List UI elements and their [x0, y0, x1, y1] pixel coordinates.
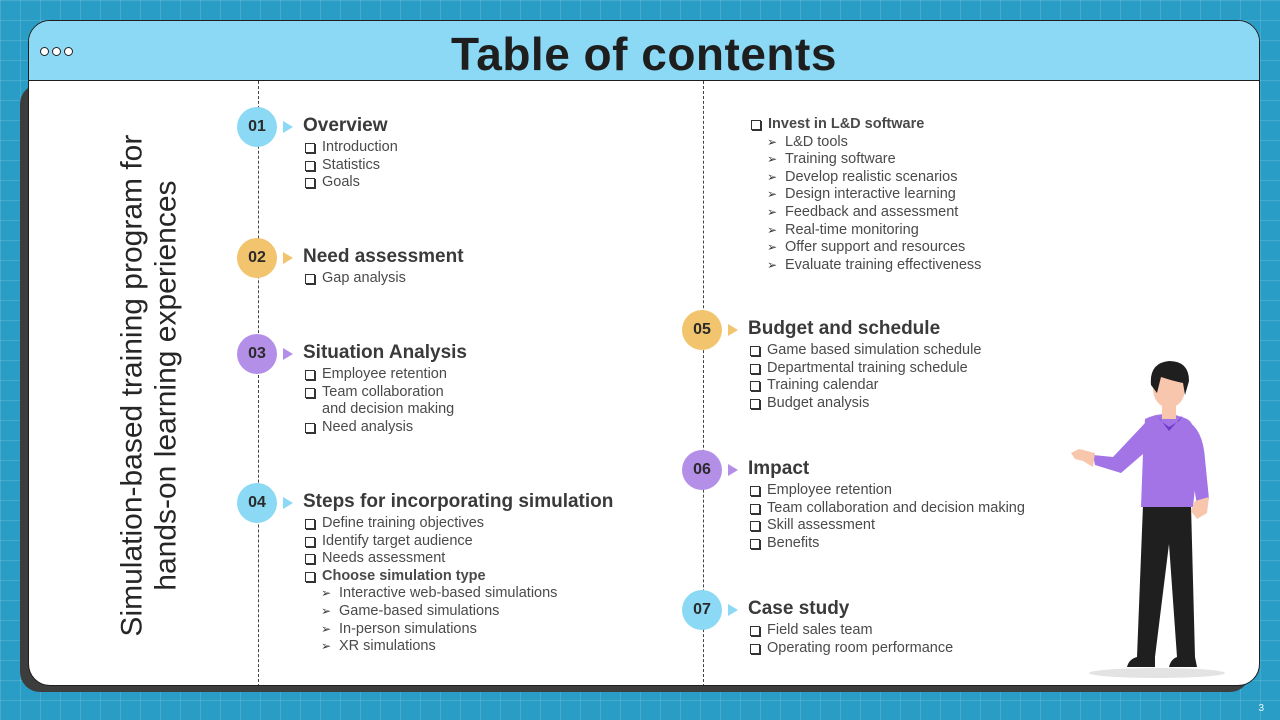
window-dot-icon — [52, 47, 61, 56]
section-title[interactable]: Overview — [303, 115, 388, 136]
presenter-illustration — [1071, 361, 1225, 678]
list-item: Field sales team — [748, 622, 1128, 640]
list-item: Define training objectives — [303, 515, 683, 533]
vertical-title-container: Simulation-based training program for ha… — [89, 101, 209, 671]
timeline-divider-left — [258, 81, 259, 685]
list-item: Game based simulation schedule — [748, 342, 1128, 360]
section-number-badge: 06 — [682, 450, 722, 490]
list-item: Needs assessment — [303, 550, 683, 568]
content-card: Table of contents Simulation-based train… — [28, 20, 1260, 686]
list-item: Choose simulation type — [303, 568, 683, 586]
section-number-badge: 01 — [237, 107, 277, 147]
window-dot-icon — [64, 47, 73, 56]
list-item: Gap analysis — [303, 270, 683, 288]
section-title[interactable]: Situation Analysis — [303, 342, 467, 363]
page-title: Table of contents — [451, 28, 837, 80]
list-item: Develop realistic scenarios — [749, 169, 1109, 187]
list-item: Introduction — [303, 139, 683, 157]
list-item: Operating room performance — [748, 640, 1128, 658]
list-item: Identify target audience — [303, 533, 683, 551]
triangle-arrow-icon — [728, 464, 738, 476]
section-number-badge: 02 — [237, 238, 277, 278]
list-item: Evaluate training effectiveness — [749, 257, 1109, 275]
list-item: XR simulations — [303, 638, 683, 656]
list-item: Goals — [303, 174, 683, 192]
section-title[interactable]: Need assessment — [303, 246, 464, 267]
section-items: Gap analysis — [303, 270, 683, 288]
list-item: Budget analysis — [748, 395, 1128, 413]
list-item: Team collaboration — [303, 384, 683, 402]
list-item: Employee retention — [748, 482, 1128, 500]
triangle-arrow-icon — [283, 252, 293, 264]
list-item: In-person simulations — [303, 621, 683, 639]
timeline-divider-right — [703, 81, 704, 685]
title-bar: Table of contents — [29, 21, 1259, 81]
triangle-arrow-icon — [283, 497, 293, 509]
list-item: Training calendar — [748, 377, 1128, 395]
list-item: Design interactive learning — [749, 186, 1109, 204]
section-title[interactable]: Budget and schedule — [748, 318, 941, 339]
list-item: Offer support and resources — [749, 239, 1109, 257]
page-number: 3 — [1258, 703, 1264, 714]
list-item: Need analysis — [303, 419, 683, 437]
window-dot-icon — [40, 47, 49, 56]
section-number-badge: 05 — [682, 310, 722, 350]
list-item: Real-time monitoring — [749, 222, 1109, 240]
list-item: Feedback and assessment — [749, 204, 1109, 222]
section-title[interactable]: Steps for incorporating simulation — [303, 491, 614, 512]
list-item: Statistics — [303, 157, 683, 175]
list-item: Departmental training schedule — [748, 360, 1128, 378]
list-item: and decision making — [322, 401, 455, 418]
list-item: Interactive web-based simulations — [303, 585, 683, 603]
list-item: Invest in L&D software — [749, 116, 1109, 134]
section-number-badge: 07 — [682, 590, 722, 630]
triangle-arrow-icon — [283, 348, 293, 360]
triangle-arrow-icon — [728, 324, 738, 336]
section-title[interactable]: Case study — [748, 598, 850, 619]
list-item: Game-based simulations — [303, 603, 683, 621]
list-item: Benefits — [748, 535, 1128, 553]
list-item: Team collaboration and decision making — [748, 500, 1128, 518]
vertical-title: Simulation-based training program for ha… — [115, 135, 182, 637]
section-number-badge: 04 — [237, 483, 277, 523]
list-item: L&D tools — [749, 134, 1109, 152]
list-item: Training software — [749, 151, 1109, 169]
list-item: Employee retention — [303, 366, 683, 384]
list-item: Skill assessment — [748, 517, 1128, 535]
triangle-arrow-icon — [728, 604, 738, 616]
continuation-list: Invest in L&D softwareL&D toolsTraining … — [749, 116, 1109, 274]
section-title[interactable]: Impact — [748, 458, 810, 479]
triangle-arrow-icon — [283, 121, 293, 133]
section-number-badge: 03 — [237, 334, 277, 374]
